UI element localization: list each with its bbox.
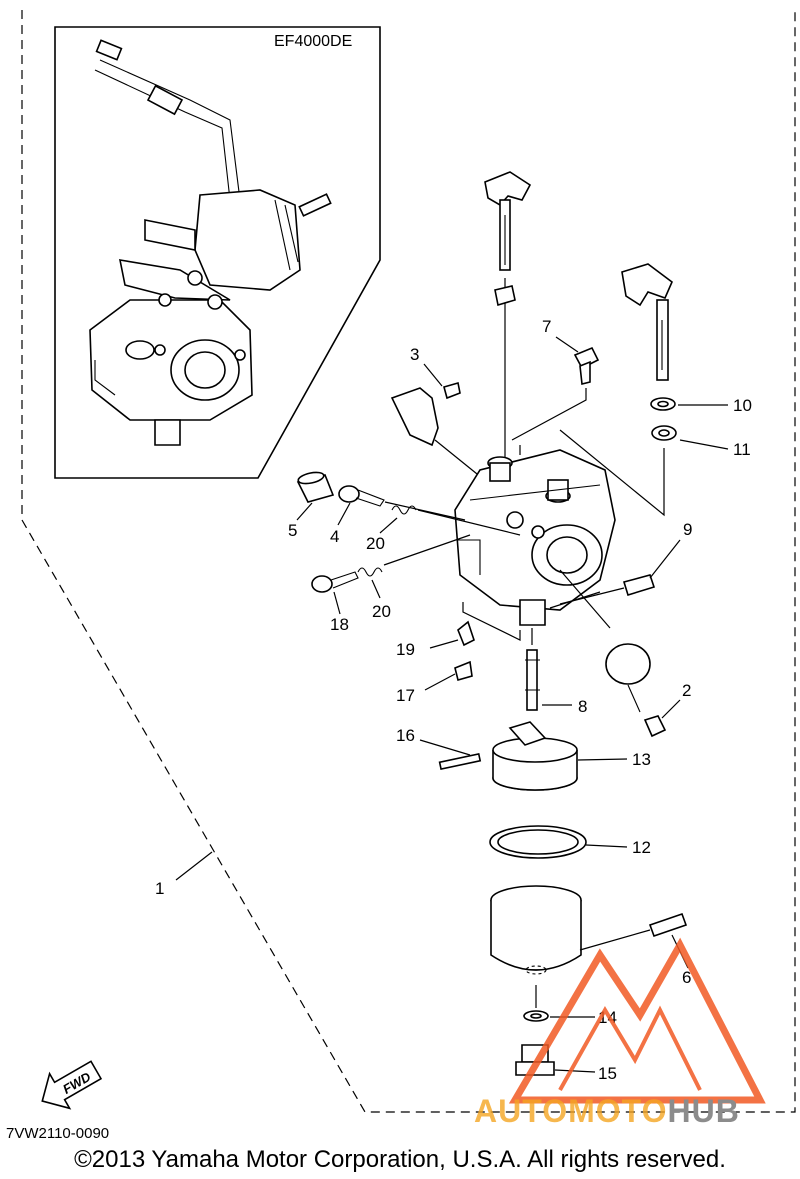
part-2-cover-screw bbox=[559, 569, 681, 738]
part-5-cap bbox=[296, 471, 335, 521]
drawing-code: 7VW2110-0090 bbox=[6, 1125, 110, 1142]
part-8-main-nozzle bbox=[525, 628, 572, 711]
part-4-screw bbox=[337, 485, 466, 526]
inset-model-label: EF4000DE bbox=[274, 33, 352, 50]
copyright-notice: ©2013 Yamaha Motor Corporation, U.S.A. A… bbox=[74, 1146, 726, 1173]
callout-10: 10 bbox=[733, 396, 752, 415]
part-1-leader bbox=[175, 851, 213, 881]
inset-carburetor-illustration bbox=[89, 39, 332, 446]
choke-shaft-assembly bbox=[621, 263, 673, 381]
callout-18: 18 bbox=[330, 615, 349, 634]
callout-19: 19 bbox=[396, 640, 415, 659]
callout-20-upper: 20 bbox=[366, 534, 385, 553]
part-6-float-bowl bbox=[490, 885, 689, 975]
callout-6: 6 bbox=[682, 968, 691, 987]
watermark-wordmark: AUTOMOTOHUB bbox=[474, 1093, 740, 1130]
callout-13: 13 bbox=[632, 750, 651, 769]
callout-4: 4 bbox=[330, 527, 339, 546]
part-18-screw bbox=[311, 571, 359, 615]
callout-7: 7 bbox=[542, 317, 551, 336]
part-19-main-jet bbox=[429, 620, 475, 649]
part-9-screw bbox=[559, 539, 681, 605]
part-12-gasket bbox=[489, 825, 628, 859]
callout-20-lower: 20 bbox=[372, 602, 391, 621]
callout-1: 1 bbox=[155, 879, 164, 898]
part-10-washer bbox=[650, 397, 728, 411]
part-11-seal bbox=[559, 425, 729, 517]
part-3-screw-plate bbox=[390, 363, 483, 479]
callout-16: 16 bbox=[396, 726, 415, 745]
callout-2: 2 bbox=[682, 681, 691, 700]
inset-panel: EF4000DE bbox=[54, 26, 381, 479]
part-14-washer bbox=[523, 985, 595, 1022]
callout-5: 5 bbox=[288, 521, 297, 540]
fwd-arrow-icon: FWD bbox=[41, 1060, 103, 1110]
callout-17: 17 bbox=[396, 686, 415, 705]
watermark-accent: AUTOMOTO bbox=[474, 1093, 668, 1129]
part-7-screw bbox=[511, 336, 600, 441]
callout-3: 3 bbox=[410, 345, 419, 364]
callout-15: 15 bbox=[598, 1064, 617, 1083]
watermark-logo bbox=[508, 937, 766, 1104]
part-16-pin bbox=[419, 739, 482, 771]
callout-11: 11 bbox=[733, 440, 751, 459]
part-20-spring-lower bbox=[357, 534, 471, 599]
part-17-clip bbox=[424, 660, 473, 691]
callout-12: 12 bbox=[632, 838, 651, 857]
part-20-spring-upper bbox=[379, 505, 521, 536]
callout-8: 8 bbox=[578, 697, 587, 716]
part-13-float bbox=[492, 721, 628, 791]
watermark-main: HUB bbox=[667, 1093, 740, 1129]
throttle-shaft-assembly bbox=[484, 171, 532, 460]
callout-9: 9 bbox=[683, 520, 692, 539]
carburetor-body bbox=[454, 445, 616, 641]
